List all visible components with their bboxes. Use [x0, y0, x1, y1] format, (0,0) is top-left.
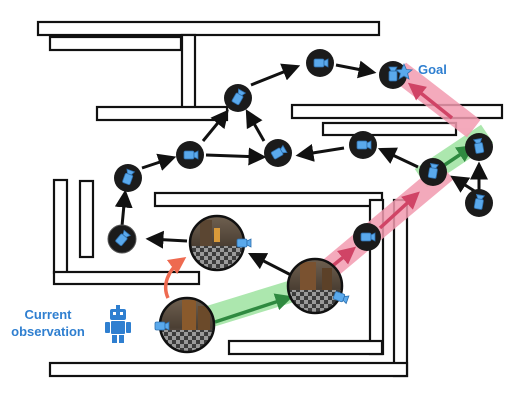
wall-upper-left [48, 35, 183, 52]
node [114, 164, 142, 192]
node [224, 84, 252, 112]
wall-left-shelf [95, 105, 229, 122]
edge [335, 60, 377, 79]
camera-icon [313, 58, 329, 68]
camera-icon [472, 137, 485, 154]
current-observation-line-1: Current [24, 307, 72, 322]
camera-icon [333, 291, 350, 305]
wall-bottom [48, 361, 409, 378]
camera-icon [183, 150, 199, 160]
observation-node-explored [188, 214, 246, 272]
camera-icon [122, 168, 136, 185]
camera-icon [154, 321, 170, 331]
wall-left-vertical [52, 178, 69, 275]
green-arrow [214, 293, 293, 324]
camera-icon [388, 66, 398, 82]
node [349, 131, 377, 159]
wall-bottom-inner [227, 339, 384, 356]
edge [377, 147, 419, 169]
camera-icon [427, 162, 440, 179]
wall-top-stub [180, 33, 197, 114]
wall-left-bottom [52, 270, 201, 286]
camera-icon [356, 140, 372, 150]
node [107, 224, 137, 254]
camera-icon [231, 88, 247, 106]
node [379, 61, 407, 89]
graph-nodes [107, 49, 493, 254]
explore-arrow [163, 256, 187, 299]
pink-arrow [407, 82, 454, 120]
camera-icon [236, 238, 252, 248]
edge [450, 175, 477, 194]
observation-node-mid [286, 257, 344, 315]
edge [114, 189, 133, 227]
node [419, 158, 447, 186]
robot-icon [105, 305, 131, 343]
edge [295, 143, 345, 162]
edge [247, 252, 292, 277]
current-observation-line-2: observation [11, 324, 85, 339]
edge [245, 109, 266, 142]
edge [141, 153, 177, 171]
camera-icon [473, 193, 486, 210]
pink-arrow [378, 191, 420, 230]
edge [250, 63, 301, 87]
green-arrow [439, 145, 475, 170]
goal-label: Goal [418, 62, 447, 77]
wall-top [36, 20, 381, 37]
node [465, 133, 493, 161]
node [353, 223, 381, 251]
camera-icon [360, 232, 376, 242]
wall-right-shelf [321, 121, 458, 137]
wall-inner-vertical [78, 179, 95, 259]
node [264, 139, 292, 167]
edge [145, 230, 188, 249]
camera-icon [115, 229, 131, 246]
observation-node-current [158, 296, 216, 354]
wall-middle [153, 191, 384, 208]
camera-icon [270, 144, 288, 160]
current-observation-label: Current observation [4, 306, 92, 340]
node [465, 189, 493, 217]
node [176, 141, 204, 169]
edge [201, 109, 229, 142]
graph-edges [114, 60, 488, 277]
edge [205, 147, 267, 166]
node [306, 49, 334, 77]
star-icon [394, 62, 414, 80]
